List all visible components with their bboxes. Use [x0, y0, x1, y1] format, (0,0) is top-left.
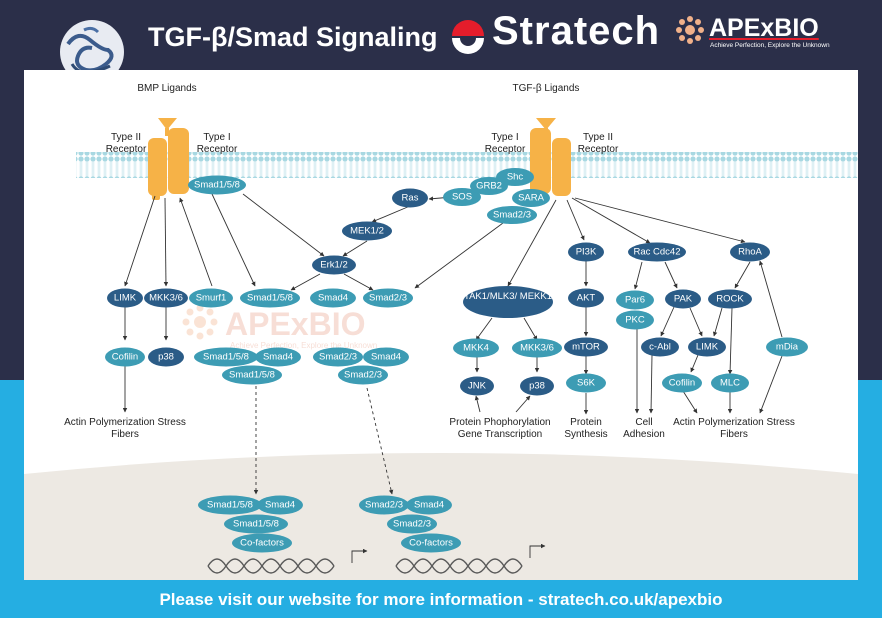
- node-mkk36-bmp: MKK3/6: [149, 293, 183, 304]
- dna-helix-bmp: [207, 558, 335, 574]
- node-mkk36-tgfb: MKK3/6: [520, 343, 554, 354]
- nucleus-region: [24, 453, 858, 580]
- node-sos: SOS: [452, 192, 472, 203]
- node-smad4-cyto: Smad4: [318, 293, 348, 304]
- node-cofilin-bmp: Cofilin: [112, 352, 138, 363]
- node-smad4-complex-b: Smad4: [371, 352, 401, 363]
- node-smad158-complex-b: Smad1/5/8: [229, 370, 275, 381]
- teal-nodes: [105, 168, 808, 553]
- node-s6k: S6K: [577, 378, 596, 389]
- node-smad158-complex-a: Smad1/5/8: [203, 352, 249, 363]
- node-sara: SARA: [518, 193, 545, 204]
- dark-nodes: [107, 188, 770, 396]
- output-actin-bmp: Actin Polymerization Stress Fibers: [64, 417, 186, 440]
- node-smad4-nuc-a: Smad4: [265, 500, 295, 511]
- output-cell-adhesion: Cell Adhesion: [623, 417, 665, 440]
- node-mek12: MEK1/2: [350, 226, 384, 237]
- node-cofactors-bmp: Co-factors: [240, 538, 284, 549]
- node-rac-cdc42: Rac Cdc42: [634, 247, 681, 258]
- bmp-receptor-complex: [148, 118, 189, 200]
- output-gene-transcription: Protein Phophorylation Gene Transcriptio…: [449, 417, 551, 440]
- transcription-start-arrows: [351, 543, 546, 563]
- node-cofactors-tgfb: Co-factors: [409, 538, 453, 549]
- node-limk-bmp: LIMK: [114, 293, 137, 304]
- node-smad23-sara: Smad2/3: [493, 210, 531, 221]
- node-rock: ROCK: [716, 294, 744, 305]
- page-title: TGF-β/Smad Signaling: [148, 22, 438, 52]
- node-limk-tgfb: LIMK: [696, 342, 719, 353]
- nuclear-translocation-arrows: [253, 386, 394, 495]
- output-protein-synthesis: Protein Synthesis: [564, 417, 608, 440]
- node-grb2: GRB2: [476, 181, 502, 192]
- bmp-ligands-label: BMP Ligands: [137, 83, 196, 94]
- watermark-name: APExBIO: [225, 306, 365, 342]
- node-shc: Shc: [507, 172, 524, 183]
- output-actin-tgfb: Actin Polymerization Stress Fibers: [673, 417, 795, 440]
- apexbio-logo: APExBIO: [709, 14, 819, 42]
- node-smad23-nuc-b: Smad2/3: [393, 519, 431, 530]
- tgfb-ligands-label: TGF-β Ligands: [513, 83, 580, 94]
- node-smad158-nuc-a: Smad1/5/8: [207, 500, 253, 511]
- footer-text: Please visit our website for more inform…: [159, 590, 723, 609]
- watermark-tagline: Achieve Perfection, Explore the Unknown: [230, 341, 377, 350]
- node-smad158-cyto: Smad1/5/8: [247, 293, 293, 304]
- node-smad23-nuc-a: Smad2/3: [365, 500, 403, 511]
- node-smad4-nuc-b: Smad4: [414, 500, 444, 511]
- node-mtor: mTOR: [572, 342, 600, 353]
- node-smurf1: Smurf1: [196, 293, 227, 304]
- node-akt: AKT: [577, 293, 596, 304]
- node-smad158-receptor: Smad1/5/8: [194, 180, 240, 191]
- pathway-arrows: [122, 193, 783, 415]
- node-pi3k: PI3K: [576, 247, 597, 258]
- apexbio-watermark: APExBIO Achieve Perfection, Explore the …: [182, 304, 377, 350]
- node-smad158-nuc-b: Smad1/5/8: [233, 519, 279, 530]
- apexbio-tagline: Achieve Perfection, Explore the Unknown: [710, 42, 830, 49]
- apexbio-badge-icon: [676, 16, 704, 44]
- cell-membrane: [76, 152, 858, 178]
- node-smad23-complex-a: Smad2/3: [319, 352, 357, 363]
- protein-structure-icon: [60, 20, 124, 84]
- node-ras: Ras: [402, 193, 419, 204]
- node-smad23-complex-b: Smad2/3: [344, 370, 382, 381]
- node-cofilin-tgfb: Cofilin: [669, 378, 695, 389]
- node-mdia: mDia: [776, 342, 799, 353]
- node-rhoa: RhoA: [738, 247, 762, 258]
- dna-helix-tgfb: [395, 558, 523, 574]
- tgfb-receptor-complex: [530, 118, 571, 196]
- node-mlc: MLC: [720, 378, 740, 389]
- node-jnk: JNK: [468, 381, 487, 392]
- node-pak: PAK: [674, 294, 693, 305]
- stratech-logo-icon: [452, 20, 484, 54]
- node-erk12: Erk1/2: [320, 260, 347, 271]
- node-smad4-complex-a: Smad4: [263, 352, 293, 363]
- stratech-brand: Stratech: [492, 9, 661, 53]
- node-smad23-cyto: Smad2/3: [369, 293, 407, 304]
- node-tak1-mlk3-mekk1: TAK1/MLK3/ MEKK1: [464, 291, 552, 302]
- node-p38-bmp: p38: [158, 352, 174, 363]
- node-mkk4: MKK4: [463, 343, 489, 354]
- node-p38-tgfb: p38: [529, 381, 545, 392]
- node-c-abl: c-Abl: [649, 342, 671, 353]
- node-pkc: PKC: [625, 315, 645, 326]
- node-par6: Par6: [625, 295, 645, 306]
